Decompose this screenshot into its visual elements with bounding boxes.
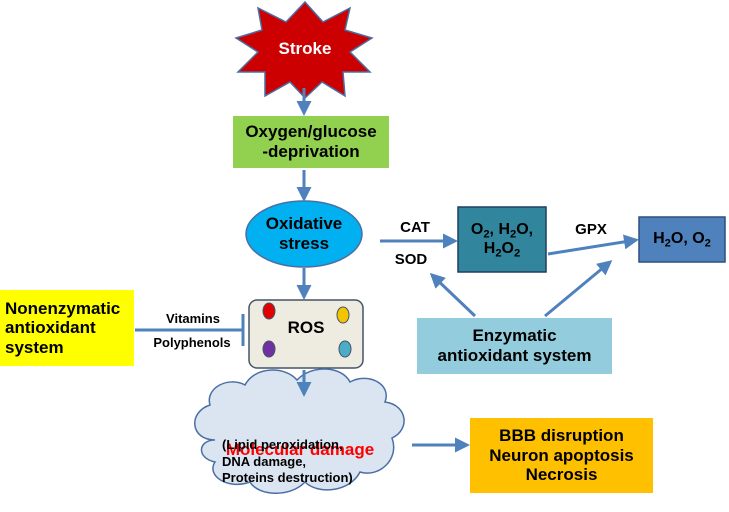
ogd-box xyxy=(233,116,389,168)
nonenzymatic-box xyxy=(0,290,134,366)
ros-dot-red xyxy=(262,302,276,320)
end-products-box xyxy=(638,216,726,263)
vitamins-label: Vitamins xyxy=(166,310,220,326)
ogd-label: Oxygen/glucose -deprivation xyxy=(245,122,377,161)
ros-dot-teal xyxy=(338,340,352,358)
enzymatic-box xyxy=(417,318,612,374)
mid-species-box xyxy=(457,206,547,273)
ros-box xyxy=(248,299,364,369)
damage-title: Molecular damage xyxy=(225,440,375,460)
enzymatic-label: Enzymatic antioxidant system xyxy=(437,326,592,365)
ros-label: ROS xyxy=(287,318,325,338)
arrow-mid-to-end xyxy=(547,234,639,256)
polyphenols-label: Polyphenols xyxy=(153,334,231,350)
arrow-enzymatic-to-mid xyxy=(429,272,477,318)
molecular-damage-details: (Lipid peroxidation, DNA damage, Protein… xyxy=(222,436,353,486)
arrow-enzymatic-to-end xyxy=(544,260,613,318)
stroke-label: Stroke xyxy=(278,39,332,59)
ros-dot-yellow xyxy=(336,306,350,324)
oxidative-stress-label: Oxidative stress xyxy=(265,214,343,253)
sod-label: SOD xyxy=(394,251,428,269)
end-products-label: H2O, O2 xyxy=(653,230,711,250)
cat-label: CAT xyxy=(400,219,430,237)
outcome-box xyxy=(470,418,653,493)
molecular-damage-label: Molecular damage xyxy=(210,414,390,486)
ros-dot-purple xyxy=(262,340,276,358)
outcome-label: BBB disruption Neuron apoptosis Necrosis xyxy=(489,426,634,485)
nonenzymatic-label: Nonenzymatic antioxidant system xyxy=(5,298,121,357)
molecular-damage-cloud xyxy=(194,368,405,494)
mid-species-label: O2, H2O, H2O2 xyxy=(470,221,534,259)
gpx-label: GPX xyxy=(575,221,607,239)
